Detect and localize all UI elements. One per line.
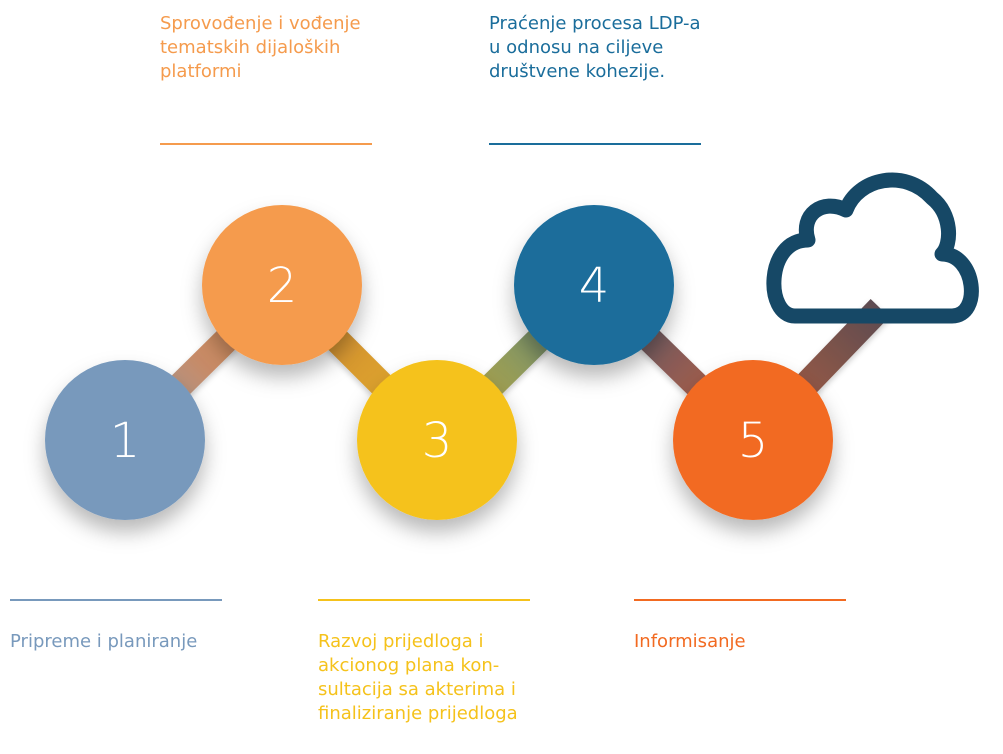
step-number-2: 2	[267, 258, 298, 314]
step-number-1: 1	[110, 413, 141, 469]
step-label-5-line: Informisanje	[634, 631, 746, 652]
step-number-5: 5	[738, 413, 769, 469]
step-label-3-line: sultacija sa akterima i	[318, 679, 516, 700]
step-label-4-line: Praćenje procesa LDP-a	[489, 13, 701, 34]
step-divider-1	[10, 599, 222, 601]
cloud-icon	[766, 172, 979, 324]
step-divider-5	[634, 599, 846, 601]
step-label-2-line: tematskih dijaloških	[160, 37, 341, 58]
step-label-2: Sprovođenje i vođenje tematskih dijalošk…	[160, 12, 361, 84]
step-divider-4	[489, 143, 701, 145]
step-label-4-line: društvene kohezije.	[489, 61, 666, 82]
step-label-5: Informisanje	[634, 630, 746, 654]
step-label-3: Razvoj prijedloga i akcionog plana kon- …	[318, 630, 518, 726]
step-label-4-line: u odnosu na ciljeve	[489, 37, 664, 58]
step-circle-4: 4	[514, 205, 674, 365]
step-label-3-line: finaliziranje prijedloga	[318, 703, 518, 724]
step-divider-3	[318, 599, 530, 601]
step-circle-2: 2	[202, 205, 362, 365]
step-label-4: Praćenje procesa LDP-a u odnosu na cilje…	[489, 12, 701, 84]
step-label-2-line: platformi	[160, 61, 242, 82]
step-label-3-line: Razvoj prijedloga i	[318, 631, 484, 652]
step-circle-3: 3	[357, 360, 517, 520]
step-divider-2	[160, 143, 372, 145]
step-label-1: Pripreme i planiranje	[10, 630, 197, 654]
step-circle-1: 1	[45, 360, 205, 520]
step-label-3-line: akcionog plana kon-	[318, 655, 500, 676]
step-label-2-line: Sprovođenje i vođenje	[160, 13, 361, 34]
step-label-1-line: Pripreme i planiranje	[10, 631, 198, 652]
step-number-4: 4	[579, 258, 610, 314]
step-number-3: 3	[422, 413, 453, 469]
step-circle-5: 5	[673, 360, 833, 520]
